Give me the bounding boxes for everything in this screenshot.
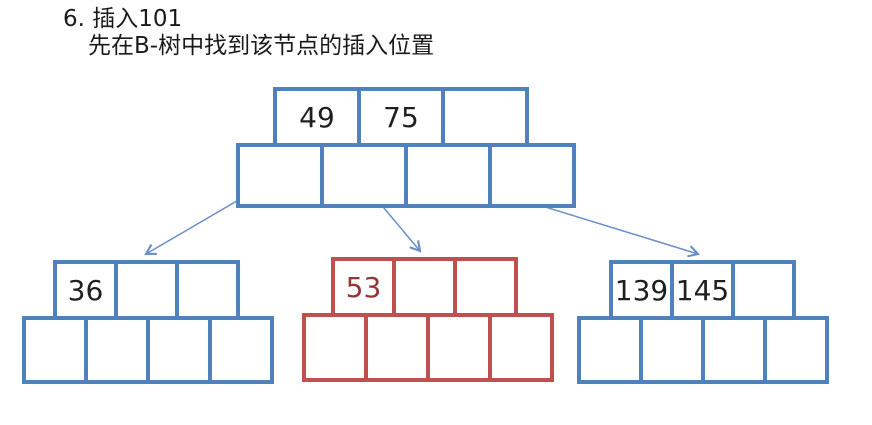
root-pointer-cell-1: [236, 143, 324, 208]
root-key-cell-2: 75: [357, 87, 445, 147]
left-child-key-row: 36: [53, 260, 240, 320]
left-child-key-cell-2: [114, 260, 179, 320]
root-pointer-cell-2: [320, 143, 408, 208]
right-child-pointer-cell-1: [577, 316, 643, 384]
middle-child-pointer-cell-2: [364, 313, 430, 382]
left-child-pointer-cell-1: [22, 316, 88, 384]
middle-child-key-cell-3: [453, 257, 518, 317]
left-child-pointer-cell-4: [208, 316, 274, 384]
right-child-key-cell-2: 145: [670, 260, 735, 320]
left-child-key-cell-3: [175, 260, 240, 320]
right-child-pointer-cell-2: [639, 316, 705, 384]
slide-title-step: 6. 插入101: [63, 6, 183, 32]
root-pointer-cell-3: [404, 143, 492, 208]
left-child-pointer-cell-3: [146, 316, 212, 384]
slide-title-description: 先在B-树中找到该节点的插入位置: [88, 33, 435, 59]
root-node-key-row: 49 75: [273, 87, 529, 147]
left-child-pointer-cell-2: [84, 316, 150, 384]
middle-child-pointer-row: [302, 313, 554, 382]
middle-child-key-cell-2: [392, 257, 457, 317]
middle-child-key-row: 53: [331, 257, 518, 317]
middle-child-key-cell-1: 53: [331, 257, 396, 317]
left-child-pointer-row: [22, 316, 274, 384]
root-pointer-cell-4: [488, 143, 576, 208]
right-child-pointer-row: [577, 316, 829, 384]
right-child-pointer-cell-3: [701, 316, 767, 384]
right-child-key-cell-1: 139: [609, 260, 674, 320]
middle-child-pointer-cell-3: [426, 313, 492, 382]
right-child-pointer-cell-4: [763, 316, 829, 384]
middle-child-pointer-cell-1: [302, 313, 368, 382]
root-node-pointer-row: [236, 143, 576, 208]
root-key-cell-1: 49: [273, 87, 361, 147]
left-child-key-cell-1: 36: [53, 260, 118, 320]
root-key-cell-3: [441, 87, 529, 147]
right-child-key-row: 139 145: [609, 260, 796, 320]
middle-child-pointer-cell-4: [488, 313, 554, 382]
right-child-key-cell-3: [731, 260, 796, 320]
